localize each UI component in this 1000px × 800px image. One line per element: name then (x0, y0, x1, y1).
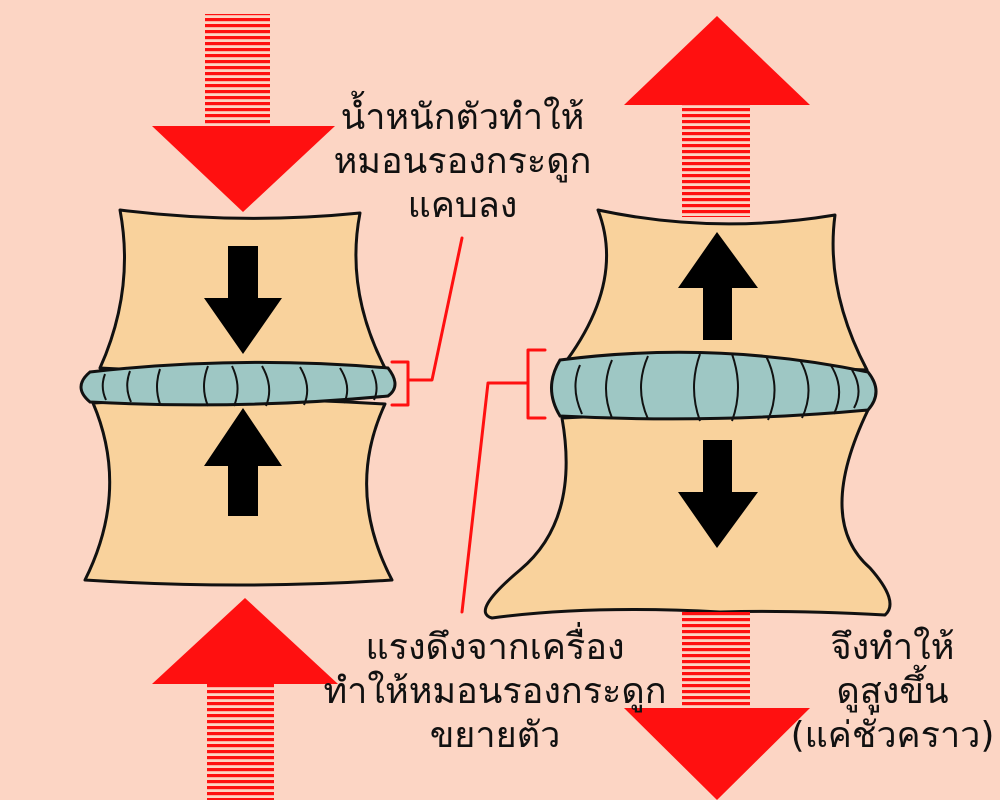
weight-arrow-down-icon (152, 14, 335, 212)
compressed-spine (79, 14, 464, 800)
inward-arrow-up-icon (204, 408, 282, 516)
traction-label-line-2: ทำให้หมอนรองกระดูก (323, 671, 667, 712)
result-label-line-2: ดูสูงขึ้น (836, 671, 949, 712)
result-label-line-3: (แค่ชั่วคราว) (790, 715, 995, 756)
thin-disc (79, 360, 397, 407)
compressed-disc-label-line-3: แคบลง (407, 185, 518, 226)
thick-disc (550, 350, 878, 422)
compressed-disc-label: น้ำหนักตัวทำให้ หมอนรองกระดูก แคบลง (330, 96, 595, 228)
outward-arrow-up-icon (678, 232, 758, 340)
result-label-line-1: จึงทำให้ (830, 627, 955, 668)
compressed-disc-label-line-2: หมอนรองกระดูก (333, 141, 592, 182)
traction-arrow-up-icon (624, 16, 810, 217)
ground-arrow-up-icon (152, 598, 338, 800)
traction-label-line-1: แรงดึงจากเครื่อง (365, 627, 625, 668)
result-label: จึงทำให้ ดูสูงขึ้น (แค่ชั่วคราว) (790, 626, 995, 758)
outward-arrow-down-icon (678, 440, 758, 548)
compressed-disc-label-line-1: น้ำหนักตัวทำให้ (340, 97, 585, 138)
traction-label: แรงดึงจากเครื่อง ทำให้หมอนรองกระดูก ขยาย… (318, 626, 672, 758)
compressed-disc-bracket (390, 236, 464, 407)
traction-arrow-down-icon (624, 612, 810, 800)
stretched-disc-bracket (460, 348, 547, 614)
lower-vertebra-right (483, 408, 892, 620)
stretched-spine (460, 16, 892, 800)
inward-arrow-down-icon (204, 246, 282, 354)
traction-label-line-3: ขยายตัว (429, 715, 561, 756)
